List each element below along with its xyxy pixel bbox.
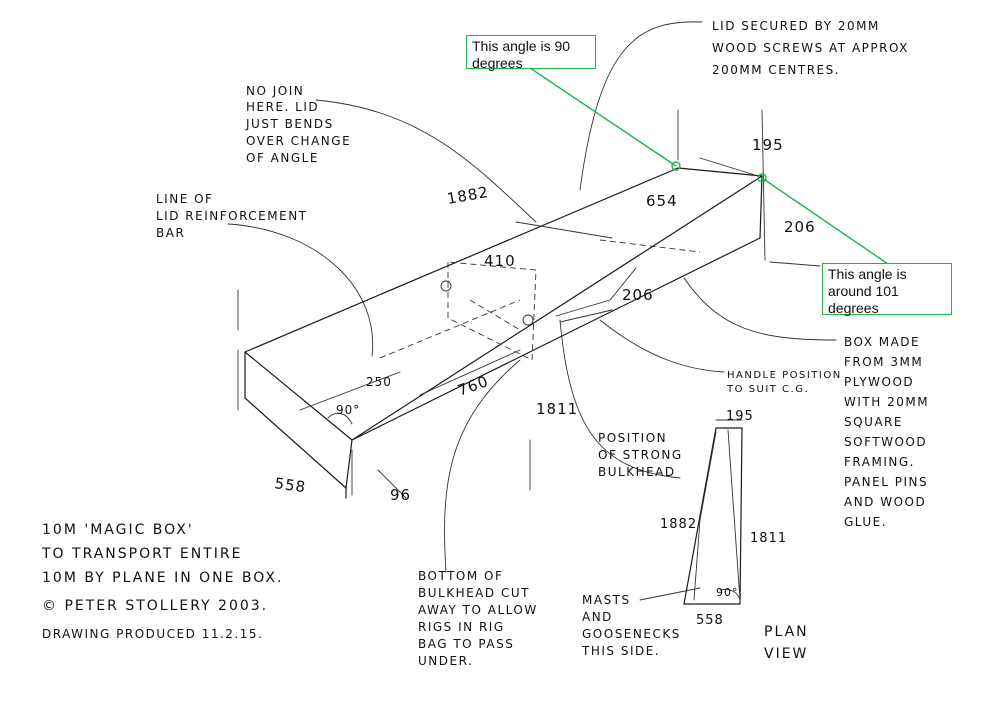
plan-dim-width-top: 195: [726, 409, 754, 424]
callout-angle-101-text: This angle is around 101 degrees: [828, 266, 907, 316]
dim-lid-section: 654: [646, 192, 678, 210]
dim-handle-height: 206: [622, 286, 654, 304]
title-block: 10M 'MAGIC BOX' TO TRANSPORT ENTIRE 10M …: [41, 522, 290, 614]
bulkhead: [379, 239, 701, 361]
box-outline: [244, 167, 763, 499]
note-box-made: BOX MADE FROM 3MM PLYWOOD WITH 20MM SQUA…: [844, 335, 934, 529]
dim-front-angle: 90°: [336, 403, 360, 417]
note-plan-view: PLAN VIEW: [764, 624, 815, 662]
dim-bar-offset: 250: [366, 375, 392, 389]
dim-bulkhead-width: 410: [484, 252, 516, 270]
note-bottom-bulkhead: BOTTOM OF BULKHEAD CUT AWAY TO ALLOW RIG…: [418, 569, 543, 668]
plan-dim-length-right: 1811: [750, 531, 787, 546]
note-no-join: NO JOIN HERE. LID JUST BENDS OVER CHANGE…: [245, 84, 356, 165]
callout-angle-90: This angle is 90 degrees: [466, 35, 596, 71]
dim-length-top: 1882: [446, 183, 491, 208]
dim-width-end: 195: [752, 136, 784, 154]
callout-angle-101: This angle is around 101 degrees: [822, 263, 952, 316]
green-connectors: [529, 67, 889, 265]
note-lid-secured: LID SECURED BY 20MM WOOD SCREWS AT APPRO…: [712, 19, 914, 77]
plan-dim-width-bottom: 558: [696, 613, 724, 628]
plan-view: [683, 419, 743, 605]
callout-angle-90-text: This angle is 90 degrees: [472, 38, 571, 71]
note-handle-position: HANDLE POSITION TO SUIT C.G.: [726, 370, 846, 395]
front-angle-arc: [327, 412, 353, 425]
note-line-of-lid: LINE OF LID REINFORCEMENT BAR: [156, 192, 313, 240]
dim-height-front: 96: [390, 486, 411, 504]
dim-width-front: 558: [273, 474, 307, 496]
leader-lines: [227, 21, 837, 601]
dim-length-bottom: 1811: [536, 400, 578, 418]
dim-height-end: 206: [784, 218, 816, 236]
plan-dim-length-left: 1882: [660, 517, 697, 532]
plan-dim-angle: 90°: [716, 586, 739, 599]
note-masts: MASTS AND GOOSENECKS THIS SIDE.: [581, 593, 686, 658]
note-strong-bulkhead: POSITION OF STRONG BULKHEAD: [598, 431, 688, 479]
drawing-produced: DRAWING PRODUCED 11.2.15.: [42, 627, 263, 641]
dimension-lines: [237, 109, 821, 496]
